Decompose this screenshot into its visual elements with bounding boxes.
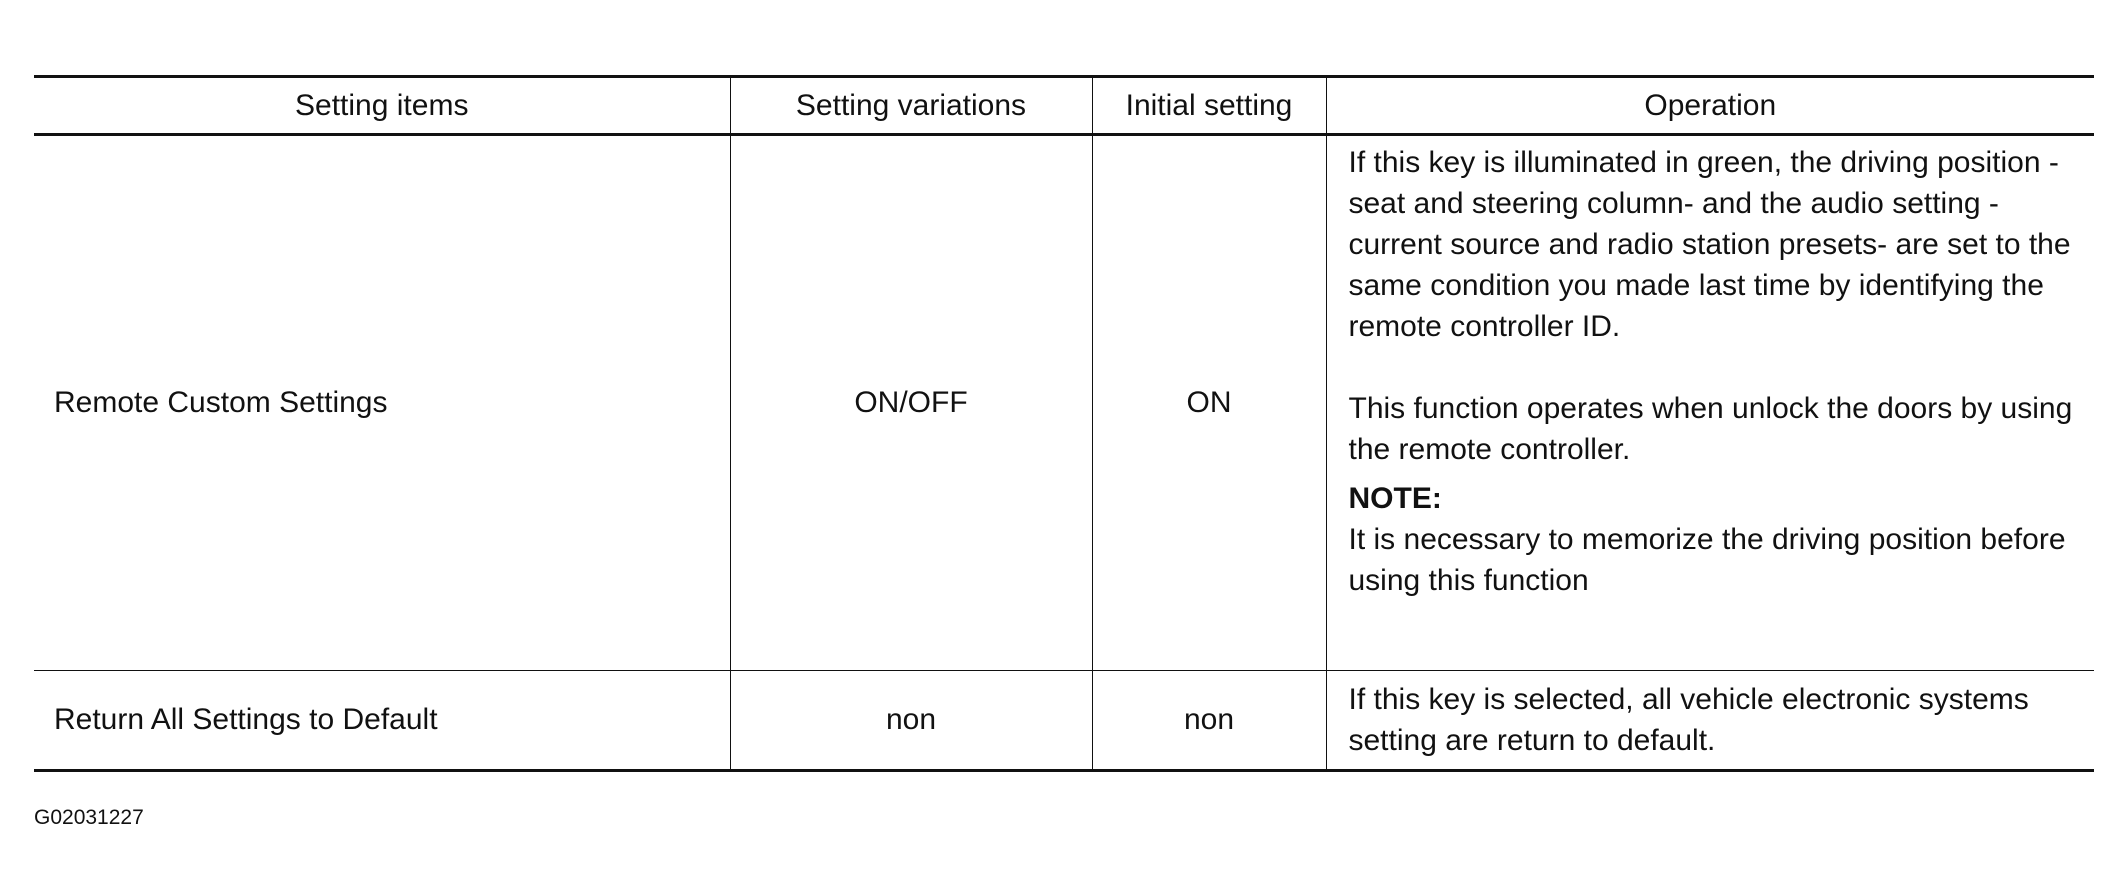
cell-setting-item: Remote Custom Settings [34,134,731,671]
table-row: Remote Custom Settings ON/OFF ON If this… [34,134,2094,671]
operation-paragraph: This function operates when unlock the d… [1348,392,2073,466]
cell-operation: If this key is selected, all vehicle ele… [1325,670,2094,772]
header-initial-setting: Initial setting [1091,75,1327,136]
header-setting-items: Setting items [34,75,731,136]
header-row: Setting items Setting variations Initial… [34,75,2094,136]
paragraph-spacer [1349,470,2085,478]
operation-paragraph: If this key is selected, all vehicle ele… [1348,683,2029,757]
settings-table: Setting items Setting variations Initial… [34,75,2094,772]
cell-operation: If this key is illuminated in green, the… [1325,134,2094,671]
header-setting-variations: Setting variations [729,75,1093,136]
note-text: It is necessary to memorize the driving … [1348,523,2066,597]
cell-setting-variations: ON/OFF [729,134,1093,671]
cell-setting-item: Return All Settings to Default [34,670,731,772]
settings-table-container: Setting items Setting variations Initial… [34,75,2094,772]
cell-initial-setting: non [1091,670,1327,772]
paragraph-spacer [1349,347,2085,388]
header-operation: Operation [1325,75,2094,136]
table-body: Remote Custom Settings ON/OFF ON If this… [34,134,2094,772]
table-row: Return All Settings to Default non non I… [34,670,2094,772]
cell-initial-setting: ON [1091,134,1327,671]
cell-setting-variations: non [729,670,1093,772]
table-header: Setting items Setting variations Initial… [34,75,2094,136]
note-label: NOTE: [1348,482,1442,515]
operation-paragraph: If this key is illuminated in green, the… [1348,146,2071,343]
figure-id: G02031227 [34,806,144,829]
